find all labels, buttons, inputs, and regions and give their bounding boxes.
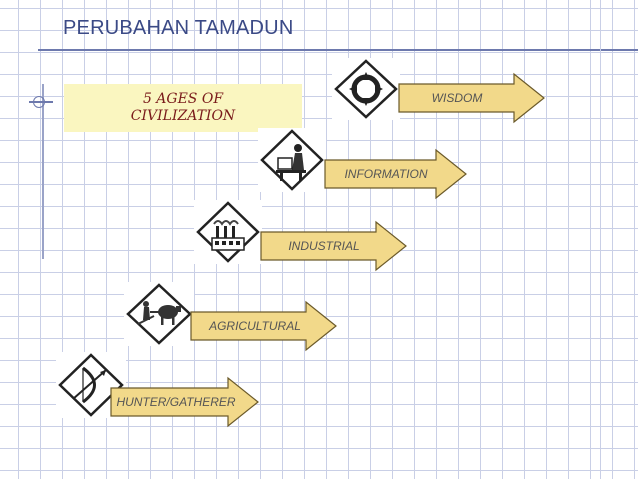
industrial-icon-tile bbox=[194, 200, 262, 264]
information-arrow bbox=[324, 148, 467, 200]
label-line-1: 5 AGES OF bbox=[142, 91, 224, 107]
margin-circle-bar bbox=[29, 101, 53, 103]
stage-label-information: INFORMATION bbox=[344, 167, 428, 181]
wisdom-arrow bbox=[398, 72, 545, 124]
stage-label-hunter-gatherer: HUNTER/GATHERER bbox=[116, 395, 236, 409]
information-icon-tile bbox=[258, 128, 326, 192]
agricultural-icon-tile bbox=[124, 282, 194, 346]
label-line-2: CIVILIZATION bbox=[130, 108, 236, 124]
stage-label-agricultural: AGRICULTURAL bbox=[209, 319, 301, 333]
bow-and-arrow-icon bbox=[58, 353, 124, 417]
title-underline bbox=[38, 49, 638, 51]
person-at-computer-icon bbox=[260, 129, 324, 191]
stage-label-wisdom: WISDOM bbox=[431, 91, 483, 105]
agricultural-arrow bbox=[190, 300, 337, 352]
wisdom-icon-tile bbox=[332, 58, 400, 120]
stage-label-industrial: INDUSTRIAL bbox=[288, 239, 360, 253]
farmer-with-ox-icon bbox=[126, 283, 192, 345]
hunter-gatherer-arrow bbox=[110, 376, 259, 428]
right-margin-line bbox=[600, 0, 601, 479]
page-title: PERUBAHAN TAMADUN bbox=[63, 17, 294, 39]
compass-circle-icon bbox=[334, 59, 398, 119]
factory-icon bbox=[196, 201, 260, 263]
margin-line bbox=[42, 84, 44, 259]
civilization-ages-label: 5 AGES OF CIVILIZATION bbox=[64, 84, 302, 132]
industrial-arrow bbox=[260, 220, 407, 272]
